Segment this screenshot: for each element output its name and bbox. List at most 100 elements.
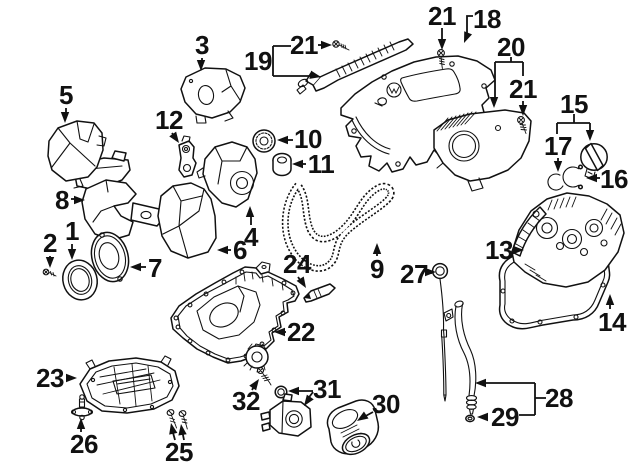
- callout-23[interactable]: 23: [36, 363, 77, 393]
- leader-line: [272, 45, 316, 77]
- callout-number[interactable]: 29: [491, 402, 519, 432]
- arrowhead-icon: [288, 386, 299, 396]
- part-valve-cover: [511, 192, 625, 288]
- part-upper-timing-cover: [180, 67, 246, 124]
- callout-5[interactable]: 5: [59, 80, 74, 123]
- callout-number[interactable]: 16: [600, 164, 628, 194]
- arrowhead-icon: [553, 161, 563, 172]
- callout-25[interactable]: 25: [165, 422, 193, 467]
- callout-number[interactable]: 18: [473, 4, 501, 34]
- callout-number[interactable]: 21: [509, 74, 537, 104]
- callout-number[interactable]: 23: [36, 363, 64, 393]
- arrowhead-icon: [67, 249, 77, 260]
- part-oil-pan-lower: [79, 355, 180, 414]
- callout-30[interactable]: 30: [355, 389, 400, 425]
- arrowhead-icon: [196, 60, 206, 71]
- callout-number[interactable]: 25: [165, 437, 193, 467]
- callout-number[interactable]: 8: [55, 185, 70, 215]
- part-oil-filter-housing: [260, 393, 312, 437]
- part-screw-21a: [332, 40, 350, 51]
- arrowhead-icon: [425, 267, 436, 277]
- part-bolt-32: [256, 366, 272, 386]
- callout-number[interactable]: 21: [428, 1, 456, 31]
- callout-number[interactable]: 30: [372, 389, 400, 419]
- arrowhead-icon: [437, 39, 447, 50]
- callout-number[interactable]: 24: [283, 249, 312, 279]
- part-roller: [272, 152, 292, 177]
- callout-number[interactable]: 17: [544, 131, 572, 161]
- arrowhead-icon: [309, 70, 321, 79]
- callout-number[interactable]: 10: [294, 124, 322, 154]
- callout-1[interactable]: 1: [65, 216, 80, 260]
- callout-20[interactable]: 20: [489, 32, 525, 108]
- callout-4[interactable]: 4: [244, 206, 260, 252]
- leader-line: [466, 15, 473, 35]
- callout-number[interactable]: 19: [244, 46, 272, 76]
- arrowhead-icon: [274, 327, 285, 337]
- callout-2[interactable]: 2: [43, 228, 58, 268]
- callout-number[interactable]: 12: [155, 105, 183, 135]
- arrowhead-icon: [605, 294, 615, 305]
- callout-13[interactable]: 13: [485, 235, 524, 265]
- callout-number[interactable]: 27: [400, 259, 428, 289]
- callout-number[interactable]: 9: [370, 254, 385, 284]
- callout-3[interactable]: 3: [195, 30, 210, 71]
- callout-6[interactable]: 6: [217, 235, 248, 265]
- callout-7[interactable]: 7: [130, 253, 163, 283]
- leader-line: [556, 114, 591, 136]
- callout-24[interactable]: 24: [283, 249, 312, 290]
- arrowhead-icon: [585, 130, 595, 141]
- callout-number[interactable]: 1: [65, 216, 80, 246]
- callout-26[interactable]: 26: [70, 418, 98, 459]
- arrowhead-icon: [304, 394, 314, 406]
- callout-number[interactable]: 15: [560, 89, 588, 119]
- callout-21-b[interactable]: 21: [428, 1, 456, 50]
- callout-19[interactable]: 19: [244, 45, 322, 81]
- arrowhead-icon: [249, 379, 259, 391]
- callout-8[interactable]: 8: [55, 185, 85, 215]
- callout-10[interactable]: 10: [277, 124, 322, 154]
- callout-16[interactable]: 16: [586, 164, 628, 194]
- callout-21-a[interactable]: 21: [290, 30, 332, 60]
- callout-27[interactable]: 27: [400, 259, 436, 289]
- leader-line: [480, 382, 546, 416]
- callout-number[interactable]: 3: [195, 30, 210, 60]
- callout-21-c[interactable]: 21: [509, 74, 537, 116]
- arrowhead-icon: [475, 378, 486, 388]
- callout-number[interactable]: 4: [244, 222, 260, 252]
- part-timing-belt: [281, 179, 395, 272]
- callout-12[interactable]: 12: [155, 105, 183, 145]
- part-lower-timing-cover: [196, 141, 258, 208]
- callout-number[interactable]: 20: [497, 32, 525, 62]
- callout-number[interactable]: 14: [598, 307, 627, 337]
- callout-number[interactable]: 2: [43, 228, 58, 258]
- callout-15[interactable]: 15: [556, 89, 595, 141]
- callout-number[interactable]: 11: [308, 149, 335, 179]
- callout-number[interactable]: 32: [232, 386, 260, 416]
- callout-number[interactable]: 28: [545, 383, 573, 413]
- callout-number[interactable]: 31: [313, 374, 341, 404]
- callout-32[interactable]: 32: [232, 377, 262, 416]
- callout-29[interactable]: 29: [477, 402, 519, 432]
- callout-14[interactable]: 14: [598, 294, 627, 337]
- callout-number[interactable]: 6: [233, 235, 248, 265]
- callout-28[interactable]: 28: [475, 378, 573, 416]
- callout-number[interactable]: 13: [485, 235, 513, 265]
- part-front-lower-cover: [81, 179, 137, 241]
- callout-number[interactable]: 5: [59, 80, 74, 110]
- callout-number[interactable]: 7: [148, 253, 163, 283]
- part-housing-oring: [274, 385, 288, 399]
- callout-11[interactable]: 11: [292, 149, 335, 179]
- part-oil-filter: [326, 399, 380, 456]
- callout-31[interactable]: 31: [288, 374, 341, 408]
- callout-18[interactable]: 18: [460, 4, 501, 45]
- callout-number[interactable]: 21: [290, 30, 318, 60]
- callout-22[interactable]: 22: [274, 317, 315, 347]
- callout-number[interactable]: 26: [70, 429, 98, 459]
- callout-number[interactable]: 22: [287, 317, 315, 347]
- callout-9[interactable]: 9: [370, 243, 385, 284]
- part-seal-ring-17: [547, 173, 564, 191]
- callout-17[interactable]: 17: [544, 131, 572, 172]
